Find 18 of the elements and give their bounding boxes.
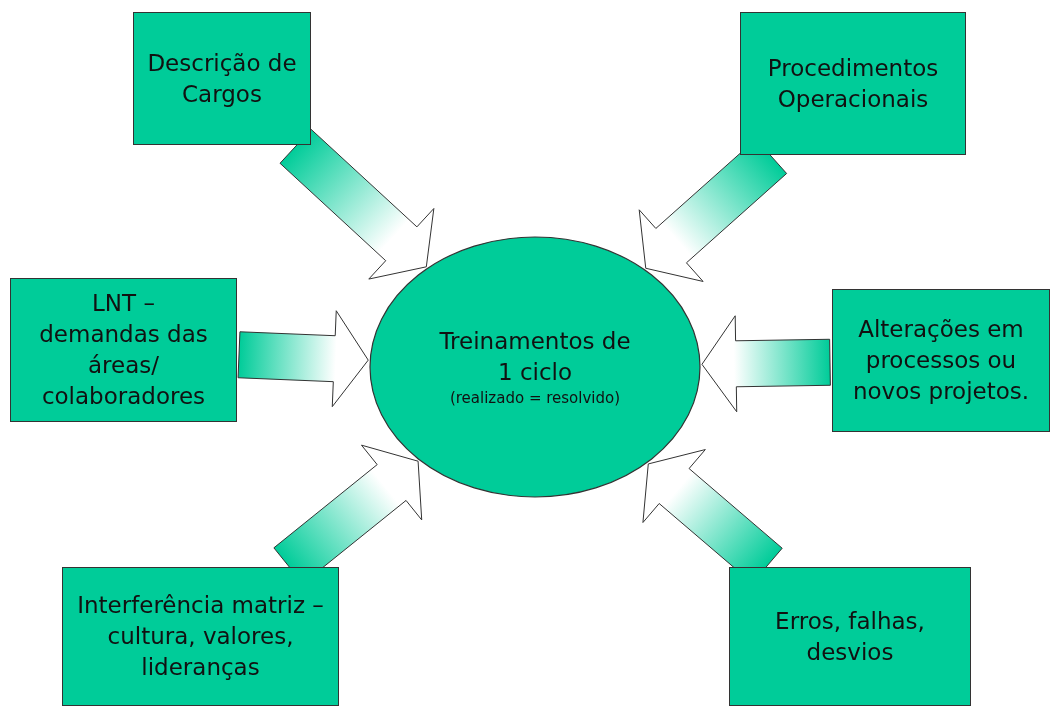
node-label: Alterações em processos ou novos projetos.: [851, 315, 1031, 406]
node-label: Treinamentos de 1 ciclo: [438, 327, 632, 387]
node-label: LNT – demandas das áreas/ colaboradores: [38, 289, 209, 411]
text-box: [729, 567, 971, 706]
node-label: Erros, falhas, desvios: [774, 606, 926, 667]
ellipse-shape: [369, 236, 701, 498]
text-box: [832, 289, 1050, 432]
node-note: (realizado = resolvido): [448, 388, 622, 408]
node-label: Interferência matriz – cultura, valores, lideranças: [76, 591, 325, 682]
text-box: [133, 12, 311, 145]
node-label: Descrição de Cargos: [146, 48, 298, 109]
text-box: [740, 12, 966, 155]
node-label: Procedimentos Operacionais: [766, 53, 940, 114]
text-box: [10, 278, 237, 422]
block-arrow: [701, 315, 831, 413]
text-box: [62, 567, 339, 706]
block-arrow: [279, 128, 435, 280]
block-arrow: [237, 310, 369, 408]
